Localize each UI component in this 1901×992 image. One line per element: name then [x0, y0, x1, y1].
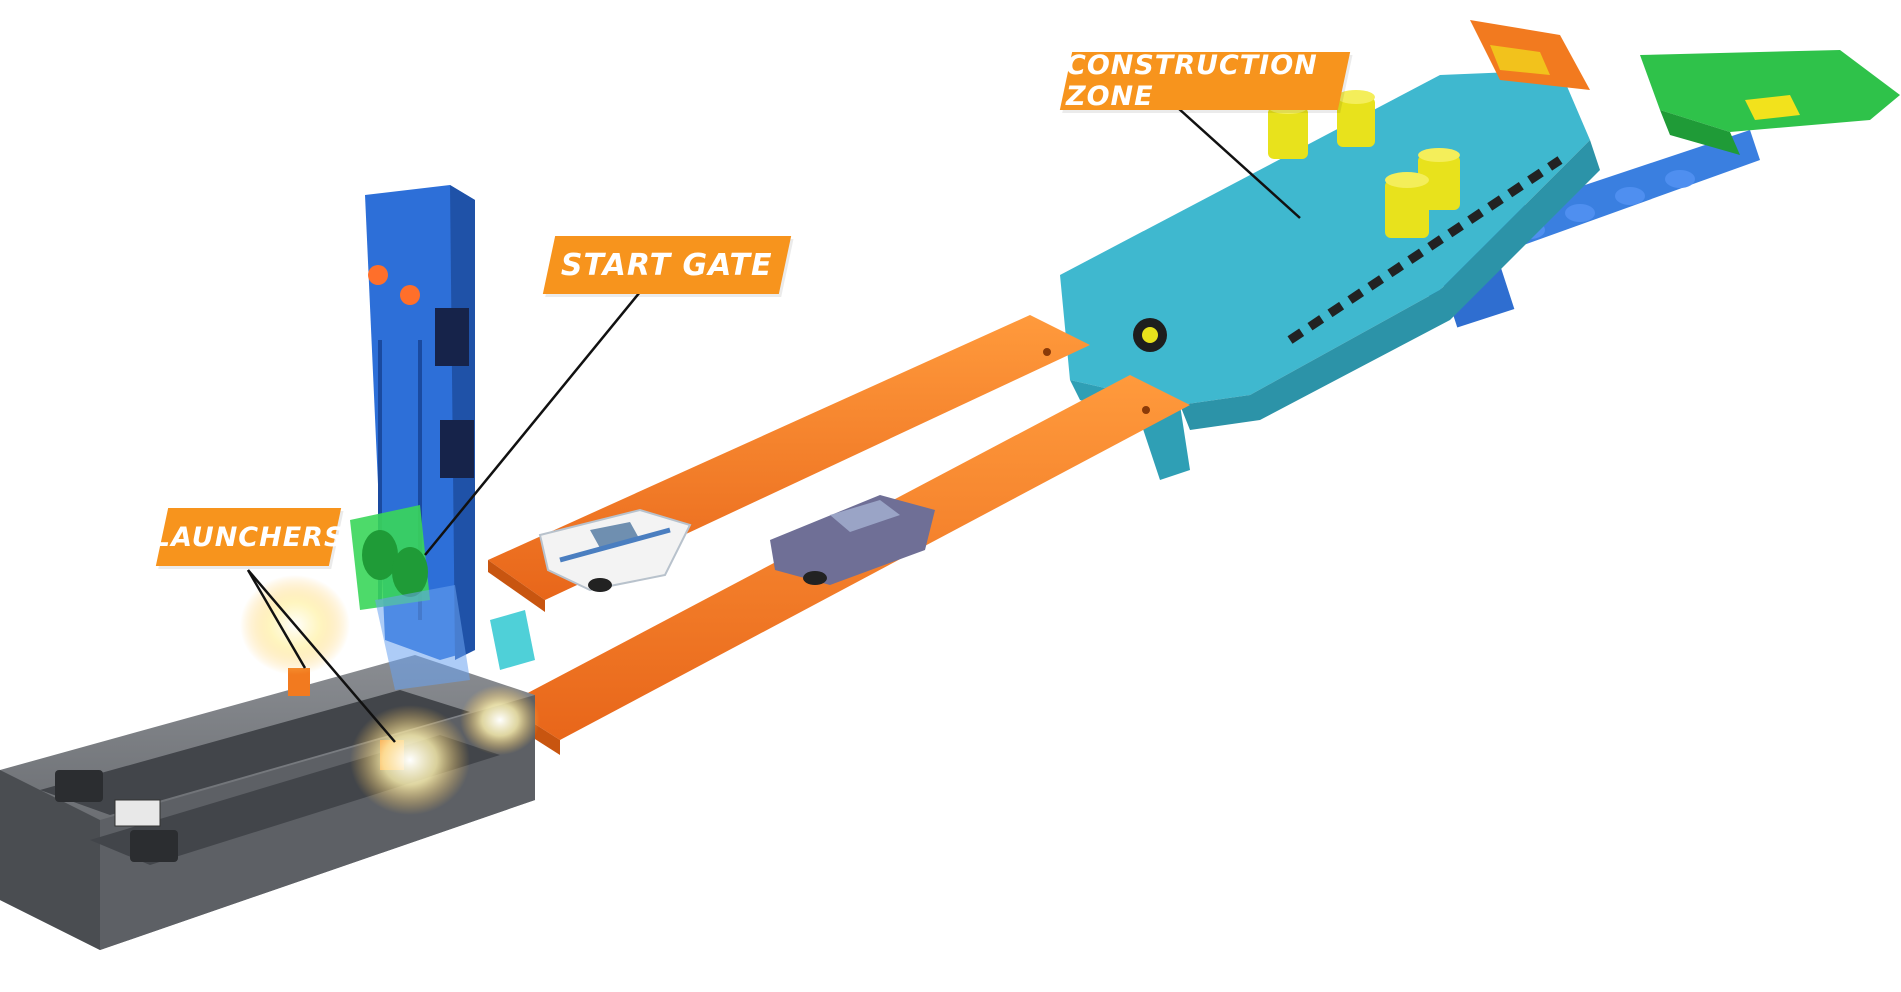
start-gate-label: START GATE [561, 247, 773, 283]
callout-leader-lines [246, 107, 1301, 743]
construction-zone-callout: CONSTRUCTION ZONE [1059, 50, 1351, 112]
launcher-base [0, 575, 540, 950]
car-icon [538, 508, 692, 592]
start-gate-icon [350, 185, 535, 690]
start-gate-callout: START GATE [542, 236, 792, 294]
launchers-callout: LAUNCHERS [153, 508, 344, 566]
construction-zone-label: CONSTRUCTION ZONE [1066, 50, 1318, 112]
launcher-icon [288, 668, 310, 696]
construction-zone [1060, 20, 1600, 480]
launchers-label: LAUNCHERS [152, 521, 345, 553]
car-icon [770, 495, 935, 585]
